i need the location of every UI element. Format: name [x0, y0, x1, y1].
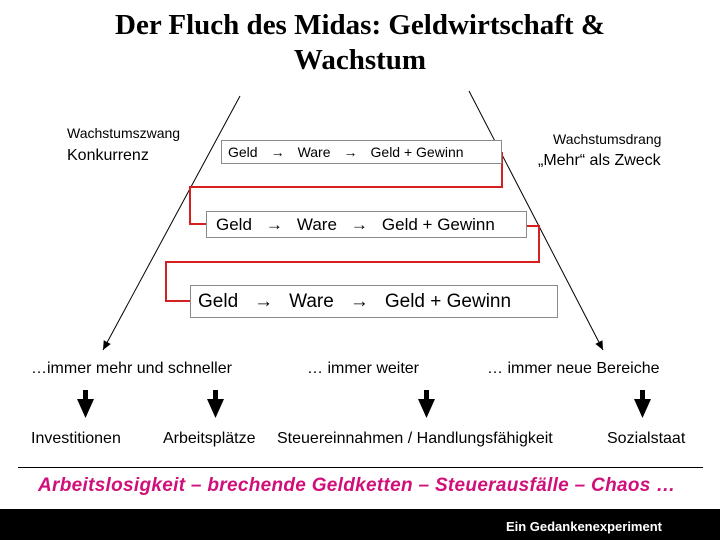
result-investitionen: Investitionen: [31, 430, 121, 447]
result-arbeitsplaetze: Arbeitsplätze: [163, 430, 256, 447]
slide-title: Der Fluch des Midas: Geldwirtschaft & Wa…: [0, 8, 720, 78]
arrow-right-icon: →: [265, 214, 283, 234]
chain-ware: Ware: [296, 214, 337, 234]
phrase-immer-weiter: … immer weiter: [307, 360, 420, 377]
footer-text: Ein Gedankenexperiment: [505, 519, 662, 534]
result-sozialstaat: Sozialstaat: [607, 430, 686, 447]
chain-result: Geld + Gewinn: [370, 144, 464, 160]
arrow-right-icon: →: [254, 290, 274, 312]
down-arrow-investitionen: [77, 390, 94, 418]
result-steuereinnahmen: Steuereinnahmen / Handlungsfähigkeit: [277, 430, 553, 447]
left-diagonal-arrow: [102, 95, 241, 351]
money-chain-2: Geld → Ware → Geld + Gewinn: [206, 211, 527, 238]
divider-line: [18, 467, 703, 468]
chain-ware: Ware: [297, 144, 331, 160]
right-diagonal-arrow: [468, 90, 604, 351]
connector-chain-2-to-3: [165, 225, 540, 302]
chain-result: Geld + Gewinn: [384, 290, 512, 312]
money-chain-3: Geld → Ware → Geld + Gewinn: [190, 285, 558, 318]
arrow-right-icon: →: [270, 144, 285, 160]
mehr-als-zweck-label: „Mehr“ als Zweck: [538, 152, 661, 169]
arrow-right-icon: →: [343, 144, 358, 160]
wachstumsdrang-label: Wachstumsdrang: [553, 131, 662, 147]
down-arrow-arbeitsplaetze: [207, 390, 224, 418]
arrow-right-icon: →: [349, 290, 369, 312]
chain-result: Geld + Gewinn: [381, 214, 495, 234]
wachstumszwang-label: Wachstumszwang: [67, 125, 181, 141]
slide-title-line-1: Der Fluch des Midas: Geldwirtschaft &: [115, 9, 605, 41]
consequence-text: Arbeitslosigkeit – brechende Geldketten …: [38, 475, 676, 496]
phrase-neue-bereiche: … immer neue Bereiche: [487, 360, 660, 377]
chain-geld: Geld: [198, 290, 239, 312]
connector-chain-1-to-2: [189, 152, 503, 225]
chain-geld: Geld: [216, 214, 252, 234]
slide-title-line-2: Wachstum: [293, 44, 427, 76]
chain-ware: Ware: [289, 290, 334, 312]
footer-bar: Ein Gedankenexperiment: [0, 509, 720, 540]
chain-geld: Geld: [228, 144, 258, 160]
phrase-mehr-schneller: …immer mehr und schneller: [31, 360, 232, 377]
konkurrenz-label: Konkurrenz: [67, 147, 149, 164]
down-arrow-steuern: [418, 390, 435, 418]
down-arrow-sozialstaat: [634, 390, 651, 418]
arrow-right-icon: →: [350, 214, 368, 234]
money-chain-1: Geld → Ware → Geld + Gewinn: [221, 140, 502, 164]
